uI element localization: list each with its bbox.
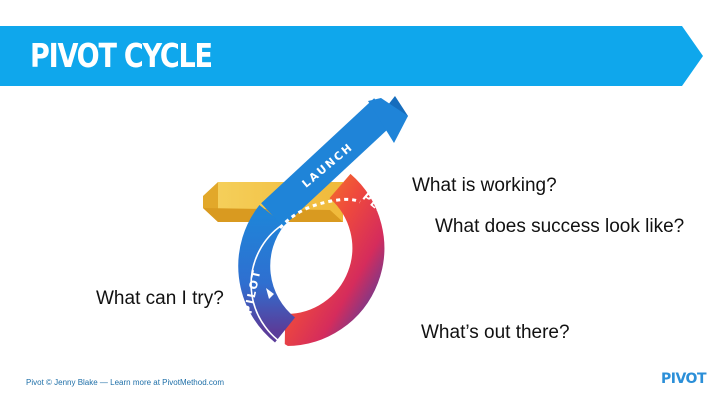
question-scan: What’s out there? <box>421 322 570 343</box>
banner-arrow-shape <box>0 26 703 86</box>
plant-direction-arrow <box>396 254 404 262</box>
pilot-direction-arrow <box>266 288 274 299</box>
page-title: PIVOT CYCLE <box>30 36 213 75</box>
question-launch: What is working? <box>412 175 557 196</box>
title-banner: PIVOT CYCLE <box>0 26 704 86</box>
scan-direction-arrow <box>312 345 320 353</box>
footer-credit: Pivot © Jenny Blake — Learn more at Pivo… <box>26 378 224 387</box>
question-plant: What does success look like? <box>435 216 685 237</box>
launch-arrowhead <box>368 98 408 143</box>
footer-logo: PIVOT <box>661 371 707 387</box>
ring-warm-segment <box>284 173 385 347</box>
launch-ribbon <box>261 98 396 227</box>
ring-cool-segment <box>238 205 296 343</box>
question-pilot: What can I try? <box>96 288 224 309</box>
cycle-track-line <box>250 224 396 357</box>
dashed-launch-path <box>278 197 361 229</box>
